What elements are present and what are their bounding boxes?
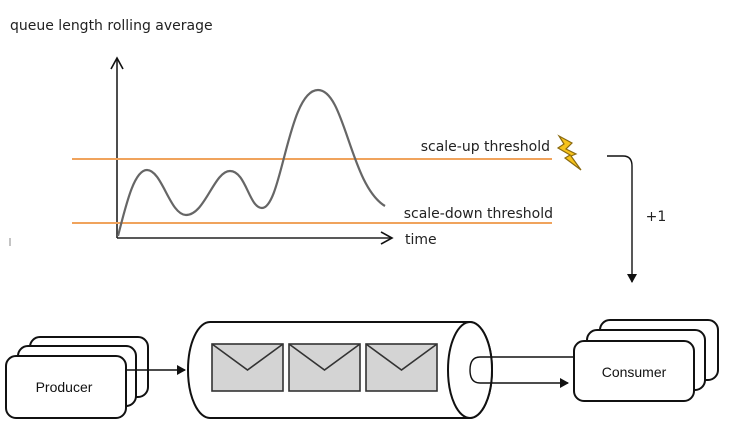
producer-box	[5, 355, 127, 419]
scale-up-arrow	[607, 155, 637, 283]
scale-down-threshold-label: scale-down threshold	[404, 206, 553, 222]
producer-stack: Producer	[5, 336, 149, 419]
consumer-box	[573, 340, 695, 402]
queue-length-curve	[116, 88, 386, 237]
queue-to-consumer-connector	[469, 356, 575, 388]
scale-up-threshold-label: scale-up threshold	[421, 139, 550, 155]
envelope-icon	[288, 343, 361, 392]
x-axis-label: time	[405, 232, 437, 248]
consumer-stack: Consumer	[573, 319, 719, 402]
producer-label: Producer	[36, 379, 93, 395]
scale-increment-label: +1	[646, 209, 667, 225]
envelope-icon	[365, 343, 438, 392]
queue-messages	[211, 343, 438, 392]
consumer-label: Consumer	[602, 364, 667, 380]
y-axis-label: queue length rolling average	[10, 18, 213, 34]
envelope-icon	[211, 343, 284, 392]
lightning-bolt-icon	[556, 134, 582, 171]
